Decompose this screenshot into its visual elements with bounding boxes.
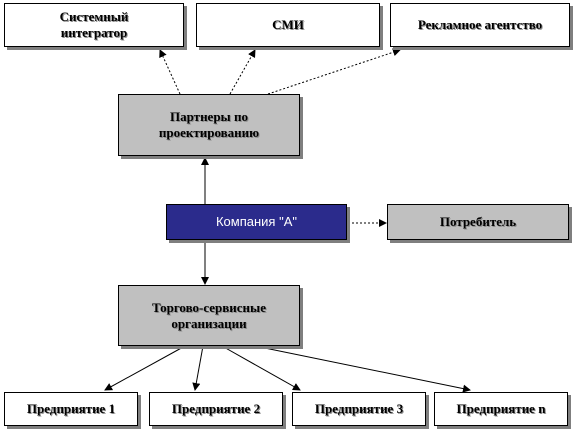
node-ad-agency: Рекламное агентство (390, 3, 570, 47)
node-enterprise-3: Предприятие 3 (292, 392, 426, 426)
node-enterprise-2-label: Предприятие 2 (171, 401, 261, 416)
node-enterprise-1: Предприятие 1 (4, 392, 138, 426)
node-enterprise-1-label: Предприятие 1 (26, 401, 116, 416)
node-enterprise-n-label: Предприятие n (456, 401, 546, 416)
connector-trade-to-enterprise-1 (104, 345, 186, 391)
connector-trade-to-enterprise-2 (192, 345, 204, 391)
connector-trade-to-enterprise-n (254, 345, 471, 393)
connector-partners-to-integrator (159, 49, 181, 95)
node-trade-service-label: Торгово-сервисные организации (152, 299, 266, 331)
node-design-partners: Партнеры по проектированию (118, 94, 300, 156)
node-system-integrator: Системный интегратор (4, 3, 184, 47)
node-media: СМИ (196, 3, 380, 47)
connector-partners-to-agency (267, 48, 401, 95)
node-system-integrator-label: Системный интегратор (59, 9, 129, 40)
node-consumer-label: Потребитель (439, 214, 517, 229)
node-consumer: Потребитель (387, 204, 569, 240)
node-ad-agency-label: Рекламное агентство (417, 17, 543, 32)
node-enterprise-3-label: Предприятие 3 (314, 401, 404, 416)
node-company: Компания "А" (166, 204, 347, 240)
node-enterprise-n: Предприятие n (434, 392, 568, 426)
node-trade-service: Торгово-сервисные организации (118, 285, 300, 346)
node-design-partners-label: Партнеры по проектированию (158, 109, 260, 140)
node-company-label: Компания "А" (215, 214, 297, 229)
connector-partners-to-media (229, 49, 256, 95)
node-media-label: СМИ (272, 17, 304, 32)
node-enterprise-2: Предприятие 2 (149, 392, 283, 426)
connector-trade-to-enterprise-3 (221, 345, 301, 391)
